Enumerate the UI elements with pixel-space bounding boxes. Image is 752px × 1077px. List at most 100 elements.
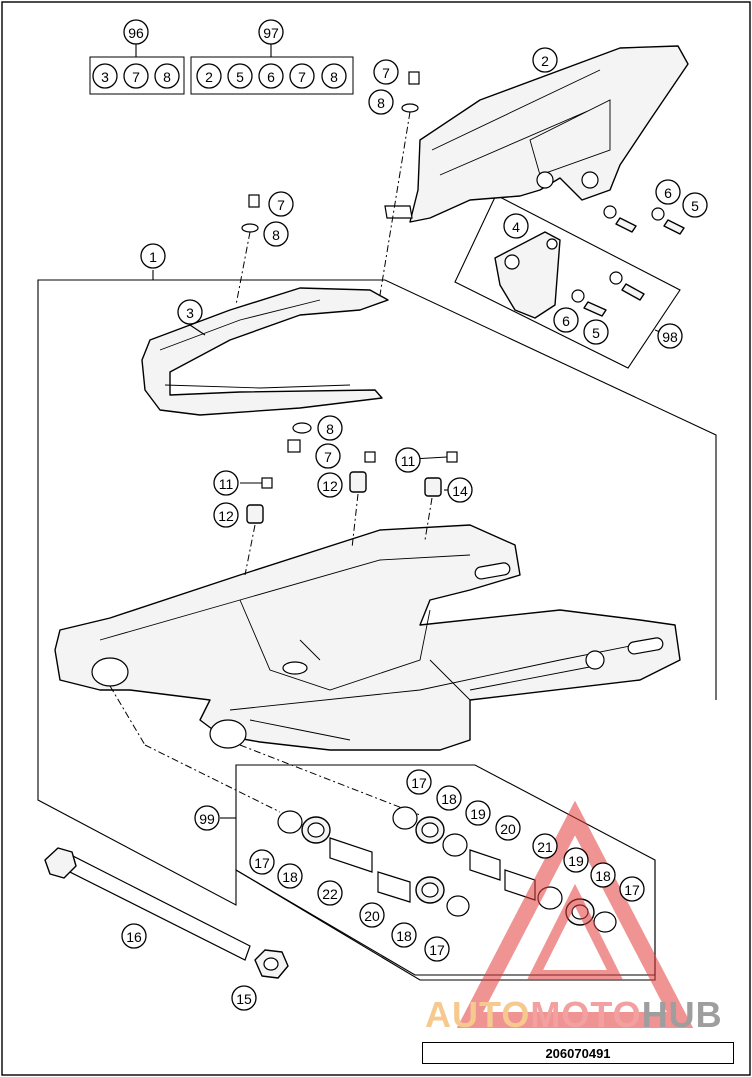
callout-circle xyxy=(655,179,681,205)
leader-pivot-left-b xyxy=(144,744,281,813)
callout-c17c: 17 xyxy=(424,936,450,962)
callout-c4: 4 xyxy=(503,213,529,239)
callout-label: 17 xyxy=(429,942,445,958)
callout-c11a: 11 xyxy=(213,470,239,496)
callout-circle xyxy=(583,319,609,345)
callout-label: 1 xyxy=(149,249,157,265)
callout-circle xyxy=(563,847,589,873)
callout-label: 17 xyxy=(254,855,270,871)
callout-circle xyxy=(177,299,203,325)
callout-circle xyxy=(154,63,180,89)
callout-k96c: 8 xyxy=(154,63,180,89)
callout-circle xyxy=(140,243,166,269)
leader-bolt-guard3 xyxy=(235,231,251,306)
callout-label: 5 xyxy=(236,69,244,85)
callout-circle xyxy=(373,59,399,85)
callout-c6b: 6 xyxy=(553,307,579,333)
callout-c20b: 20 xyxy=(359,902,385,928)
callout-label: 17 xyxy=(411,775,427,791)
chain-sliding-guard-3-detail xyxy=(159,299,351,389)
callout-k97c: 6 xyxy=(258,63,284,89)
callout-c16: 16 xyxy=(121,923,147,949)
swingarm-1 xyxy=(54,524,681,751)
callout-c18d: 18 xyxy=(590,862,616,888)
callout-label: 22 xyxy=(322,886,338,902)
swingarm-center-boss xyxy=(282,661,308,675)
callout-label: 7 xyxy=(382,65,390,81)
callout-k97d: 7 xyxy=(289,63,315,89)
callout-c1: 1 xyxy=(140,243,166,269)
leader-clip-mid xyxy=(351,493,359,549)
callout-circle xyxy=(194,805,220,831)
leader-bolt-chainguard xyxy=(379,111,411,296)
callout-circle xyxy=(553,307,579,333)
callout-label: 6 xyxy=(562,313,570,329)
callout-label: 12 xyxy=(322,478,338,494)
callout-c19b: 19 xyxy=(563,847,589,873)
leader-pivot-right xyxy=(239,744,421,816)
callout-label: 21 xyxy=(537,839,553,855)
callout-circle xyxy=(532,833,558,859)
bolts-kit-98 xyxy=(571,205,685,317)
callout-label: 3 xyxy=(186,305,194,321)
kit-frame-98 xyxy=(454,194,681,369)
callout-label: 4 xyxy=(512,219,520,235)
clips-brake-line xyxy=(246,451,458,524)
callout-label: 7 xyxy=(277,197,285,213)
callout-circle xyxy=(258,19,284,45)
swingarm-pivot-left xyxy=(91,657,129,687)
callout-c2: 2 xyxy=(532,47,558,73)
callout-label: 8 xyxy=(272,227,280,243)
callout-circle xyxy=(465,800,491,826)
callout-c15: 15 xyxy=(231,985,257,1011)
chain-guard-2-mount-a xyxy=(536,171,554,189)
callout-circle xyxy=(289,63,315,89)
leader-pivot-left xyxy=(109,685,146,746)
swingarm-axle-slot-right xyxy=(627,637,664,655)
callout-label: 16 xyxy=(126,929,142,945)
callout-circle xyxy=(227,63,253,89)
callout-label: 99 xyxy=(199,811,215,827)
callout-circle xyxy=(532,47,558,73)
callout-label: 15 xyxy=(236,991,252,1007)
pivot-nut-15-hole xyxy=(263,957,279,971)
swingarm-sensor-boss xyxy=(585,650,605,670)
callout-k96b: 7 xyxy=(123,63,149,89)
callout-label: 12 xyxy=(218,508,234,524)
callout-circle xyxy=(123,19,149,45)
callout-label: 18 xyxy=(441,791,457,807)
callout-c12a: 12 xyxy=(317,472,343,498)
callout-circle xyxy=(258,63,284,89)
callout-label: 2 xyxy=(541,53,549,69)
callout-label: 7 xyxy=(298,69,306,85)
callout-label: 5 xyxy=(592,325,600,341)
drawing-number: 206070491 xyxy=(422,1042,734,1064)
callout-label: 8 xyxy=(163,69,171,85)
pivot-axle-16-head xyxy=(44,847,77,879)
kit-box-96 xyxy=(89,56,185,95)
chain-guide-bracket-4 xyxy=(494,231,561,319)
callout-circle xyxy=(317,472,343,498)
leader-c3 xyxy=(189,324,206,336)
callout-circle xyxy=(495,815,521,841)
callout-label: 5 xyxy=(691,198,699,214)
chain-guard-2-detail xyxy=(431,69,611,176)
callout-label: 17 xyxy=(624,882,640,898)
callout-circle xyxy=(268,191,294,217)
watermark-hub: HUB xyxy=(641,994,723,1035)
chain-guide-bracket-4-hole xyxy=(504,254,520,270)
callout-c18a: 18 xyxy=(436,785,462,811)
callout-c18b: 18 xyxy=(277,863,303,889)
callout-label: 96 xyxy=(128,25,144,41)
callout-label: 8 xyxy=(330,69,338,85)
chain-guard-2-mount-b xyxy=(581,171,599,189)
callout-c5b: 5 xyxy=(583,319,609,345)
callout-c6a: 6 xyxy=(655,179,681,205)
callout-label: 8 xyxy=(326,421,334,437)
callout-label: 7 xyxy=(132,69,140,85)
callout-c12b: 12 xyxy=(213,502,239,528)
watermark-brand: AUTOMOTOHUB xyxy=(425,994,723,1036)
callout-label: 2 xyxy=(205,69,213,85)
callout-c19a: 19 xyxy=(465,800,491,826)
